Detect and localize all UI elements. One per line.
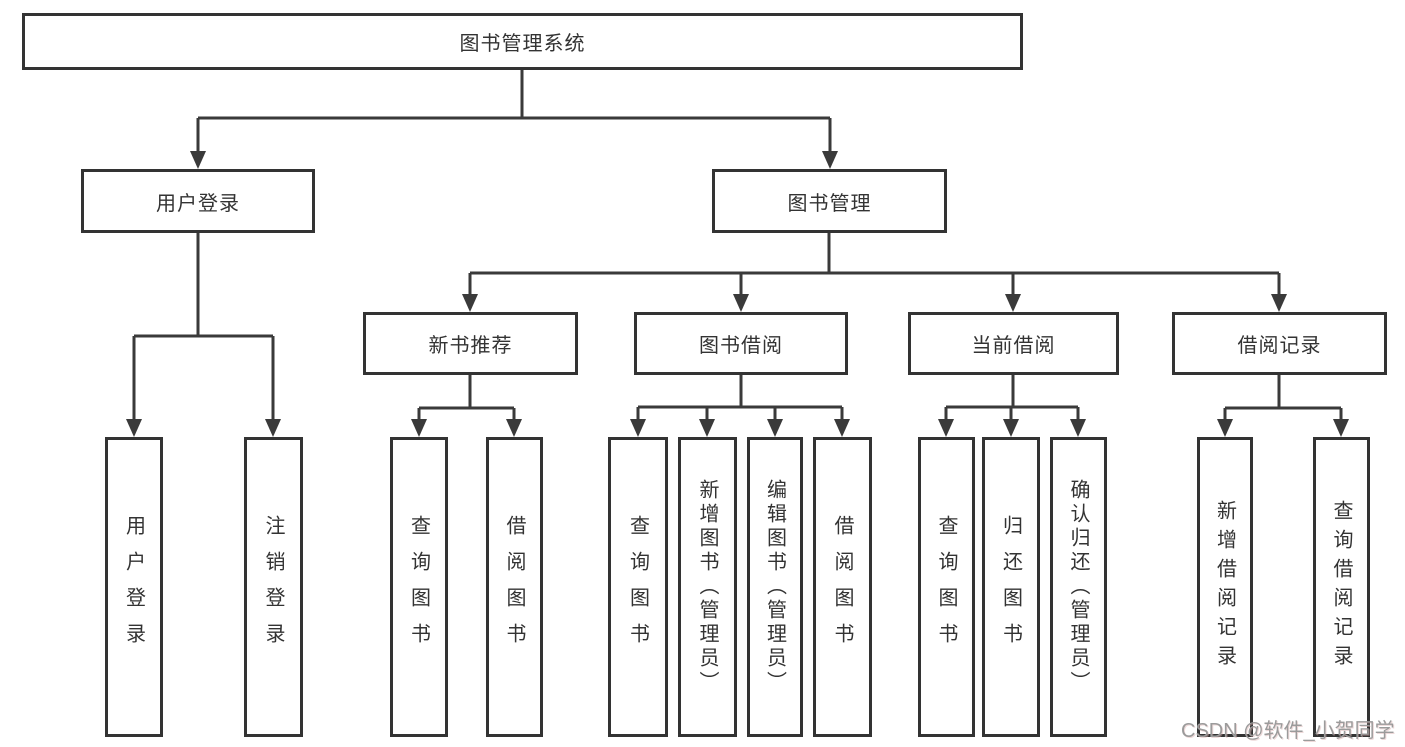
leaf-borrow-books-recommend: 借阅图书 — [486, 437, 543, 737]
watermark-text: CSDN @软件_小贺同学 — [1181, 720, 1395, 742]
leaf-query-books-borrowing: 查询图书 — [608, 437, 668, 737]
arrowhead-icon — [462, 294, 478, 312]
node-label: 新书推荐 — [428, 335, 513, 357]
connector-book-management-to-level3 — [468, 233, 1281, 295]
leaf-query-borrowing-record: 查询借阅记录 — [1313, 437, 1370, 737]
node-label: 当前借阅 — [971, 335, 1056, 357]
arrowhead-icon — [265, 419, 281, 437]
arrowhead-icon — [938, 419, 954, 437]
arrowhead-icon — [1333, 419, 1349, 437]
node-current-borrowing: 当前借阅 — [908, 312, 1119, 375]
node-label: 编辑图书（管理员） — [763, 479, 786, 695]
node-label: 图书借阅 — [699, 335, 783, 357]
node-label: 用户登录 — [156, 192, 240, 215]
node-label: 借阅图书 — [503, 515, 525, 659]
node-label: 归还图书 — [999, 515, 1022, 659]
node-label: 借阅记录 — [1237, 335, 1322, 357]
arrowhead-icon — [699, 419, 715, 437]
leaf-return-books: 归还图书 — [982, 437, 1040, 737]
node-label: 查询图书 — [626, 515, 649, 659]
node-user-login: 用户登录 — [81, 169, 315, 233]
node-label: 确认归还（管理员） — [1067, 479, 1089, 695]
leaf-query-books-current: 查询图书 — [918, 437, 975, 737]
arrowhead-icon — [1005, 294, 1021, 312]
arrowhead-icon — [1271, 294, 1287, 312]
node-label: 查询图书 — [407, 515, 430, 659]
connector-current-borrowing-to-leaves — [944, 375, 1080, 420]
arrowhead-icon — [506, 419, 522, 437]
leaf-user-login: 用户登录 — [105, 437, 163, 737]
leaf-logout: 注销登录 — [244, 437, 303, 737]
node-label: 新增借阅记录 — [1213, 500, 1236, 674]
arrowhead-icon — [411, 419, 427, 437]
node-new-book-recommend: 新书推荐 — [363, 312, 578, 375]
node-borrowing-records: 借阅记录 — [1172, 312, 1387, 375]
node-book-borrowing: 图书借阅 — [634, 312, 848, 375]
node-label: 图书管理 — [787, 192, 872, 215]
connector-book-borrowing-to-leaves — [636, 375, 844, 420]
connector-borrowing-records-to-leaves — [1223, 375, 1343, 420]
leaf-borrow-books: 借阅图书 — [813, 437, 872, 737]
leaf-add-borrowing-record: 新增借阅记录 — [1197, 437, 1253, 737]
arrowhead-icon — [822, 151, 838, 169]
connector-root-to-level2 — [196, 70, 832, 152]
arrowhead-icon — [1217, 419, 1233, 437]
connector-user-login-to-leaves — [132, 233, 275, 420]
node-label: 借阅图书 — [831, 515, 853, 659]
node-label: 图书管理系统 — [459, 33, 586, 55]
leaf-add-books-admin: 新增图书（管理员） — [678, 437, 737, 737]
arrowhead-icon — [767, 419, 783, 437]
node-label: 查询图书 — [935, 515, 957, 659]
node-book-management: 图书管理 — [712, 169, 947, 233]
node-label: 新增图书（管理员） — [696, 479, 718, 695]
arrowhead-icon — [834, 419, 850, 437]
connector-new-book-recommend-to-leaves — [417, 375, 516, 420]
arrowhead-icon — [1003, 419, 1019, 437]
leaf-edit-books-admin: 编辑图书（管理员） — [747, 437, 803, 737]
arrowhead-icon — [630, 419, 646, 437]
arrowhead-icon — [126, 419, 142, 437]
node-label: 用户登录 — [122, 515, 145, 659]
arrowhead-icon — [190, 151, 206, 169]
node-library-management-system: 图书管理系统 — [22, 13, 1023, 70]
leaf-confirm-return-admin: 确认归还（管理员） — [1050, 437, 1107, 737]
node-label: 注销登录 — [262, 515, 284, 659]
arrowhead-icon — [1070, 419, 1086, 437]
leaf-query-books-recommend: 查询图书 — [390, 437, 448, 737]
node-label: 查询借阅记录 — [1330, 500, 1352, 674]
arrowhead-icon — [733, 294, 749, 312]
